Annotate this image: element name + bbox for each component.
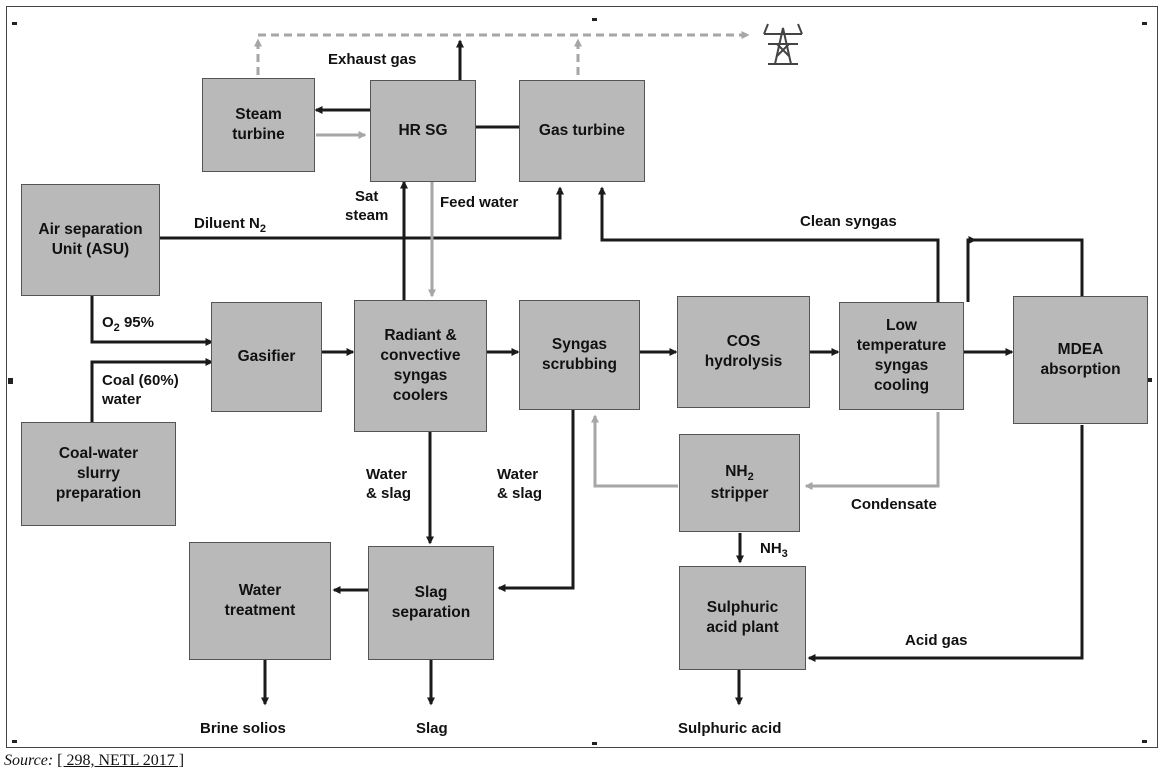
o2-arrow xyxy=(90,295,214,346)
corner-mark xyxy=(1142,22,1147,25)
steam-turbine-box: Steam turbine xyxy=(202,78,315,172)
nh3-label: NH3 xyxy=(760,540,788,560)
transmission-tower-icon xyxy=(763,23,803,65)
coal-water-label: Coal (60%) water xyxy=(102,372,179,408)
exhaust-gas-label: Exhaust gas xyxy=(328,51,417,68)
coolers-box: Radiant & convective syngas coolers xyxy=(354,300,487,432)
diluent-n2-label: Diluent N2 xyxy=(194,215,266,235)
coal-slurry-arrow xyxy=(90,358,214,422)
water-slag-label-1: Water & slag xyxy=(366,466,412,502)
low-temp-cooling-box: Low temperature syngas cooling xyxy=(839,302,964,410)
nh2-stripper-box: NH2 stripper xyxy=(679,434,800,532)
corner-mark xyxy=(8,378,13,384)
diluent-n2-arrow xyxy=(160,186,564,240)
coal-slurry-box: Coal-water slurry preparation xyxy=(21,422,176,526)
water-slag-label-2: Water & slag xyxy=(497,466,543,502)
cos-hydrolysis-box: COS hydrolysis xyxy=(677,296,810,408)
brine-solios-label: Brine solios xyxy=(200,720,286,737)
corner-mark xyxy=(1142,740,1147,743)
clean-syngas-arrow xyxy=(598,186,940,302)
condensate-arrow xyxy=(804,412,940,490)
mdea-return-arrow xyxy=(966,240,1084,302)
acid-gas-label: Acid gas xyxy=(905,632,968,649)
sulphuric-acid-plant-box: Sulphuric acid plant xyxy=(679,566,806,670)
acid-gas-arrow xyxy=(807,425,1084,662)
source-caption: Source: [ 298, NETL 2017 ] xyxy=(4,752,184,770)
stripper-label: stripper xyxy=(710,485,769,503)
slag-label: Slag xyxy=(416,720,448,737)
exhaust-header-dashed xyxy=(254,31,750,75)
gasifier-box: Gasifier xyxy=(211,302,322,412)
scrubbing-to-slag-arrow xyxy=(497,410,575,592)
corner-mark xyxy=(12,740,17,743)
corner-mark xyxy=(592,742,597,745)
mdea-absorption-box: MDEA absorption xyxy=(1013,296,1148,424)
sulphuric-acid-label: Sulphuric acid xyxy=(678,720,782,737)
sat-steam-label: Sat steam xyxy=(345,188,389,224)
gas-turbine-box: Gas turbine xyxy=(519,80,645,182)
slag-separation-box: Slag separation xyxy=(368,546,494,660)
feed-water-label: Feed water xyxy=(440,194,519,211)
corner-mark xyxy=(592,18,597,21)
source-reference-link[interactable]: [ 298, NETL 2017 ] xyxy=(57,752,185,769)
asu-box: Air separation Unit (ASU) xyxy=(21,184,160,296)
source-lead: Source: xyxy=(4,752,54,769)
corner-mark xyxy=(1148,378,1152,382)
corner-mark xyxy=(12,22,17,25)
nh2-label: NH2 xyxy=(725,462,754,483)
clean-syngas-label: Clean syngas xyxy=(800,213,897,230)
hrsg-box: HR SG xyxy=(370,80,476,182)
o2-label: O2 95% xyxy=(102,314,154,334)
syngas-scrubbing-box: Syngas scrubbing xyxy=(519,300,640,410)
condensate-label: Condensate xyxy=(851,496,937,513)
stripper-to-scrubbing-arrow xyxy=(591,414,678,488)
water-treatment-box: Water treatment xyxy=(189,542,331,660)
